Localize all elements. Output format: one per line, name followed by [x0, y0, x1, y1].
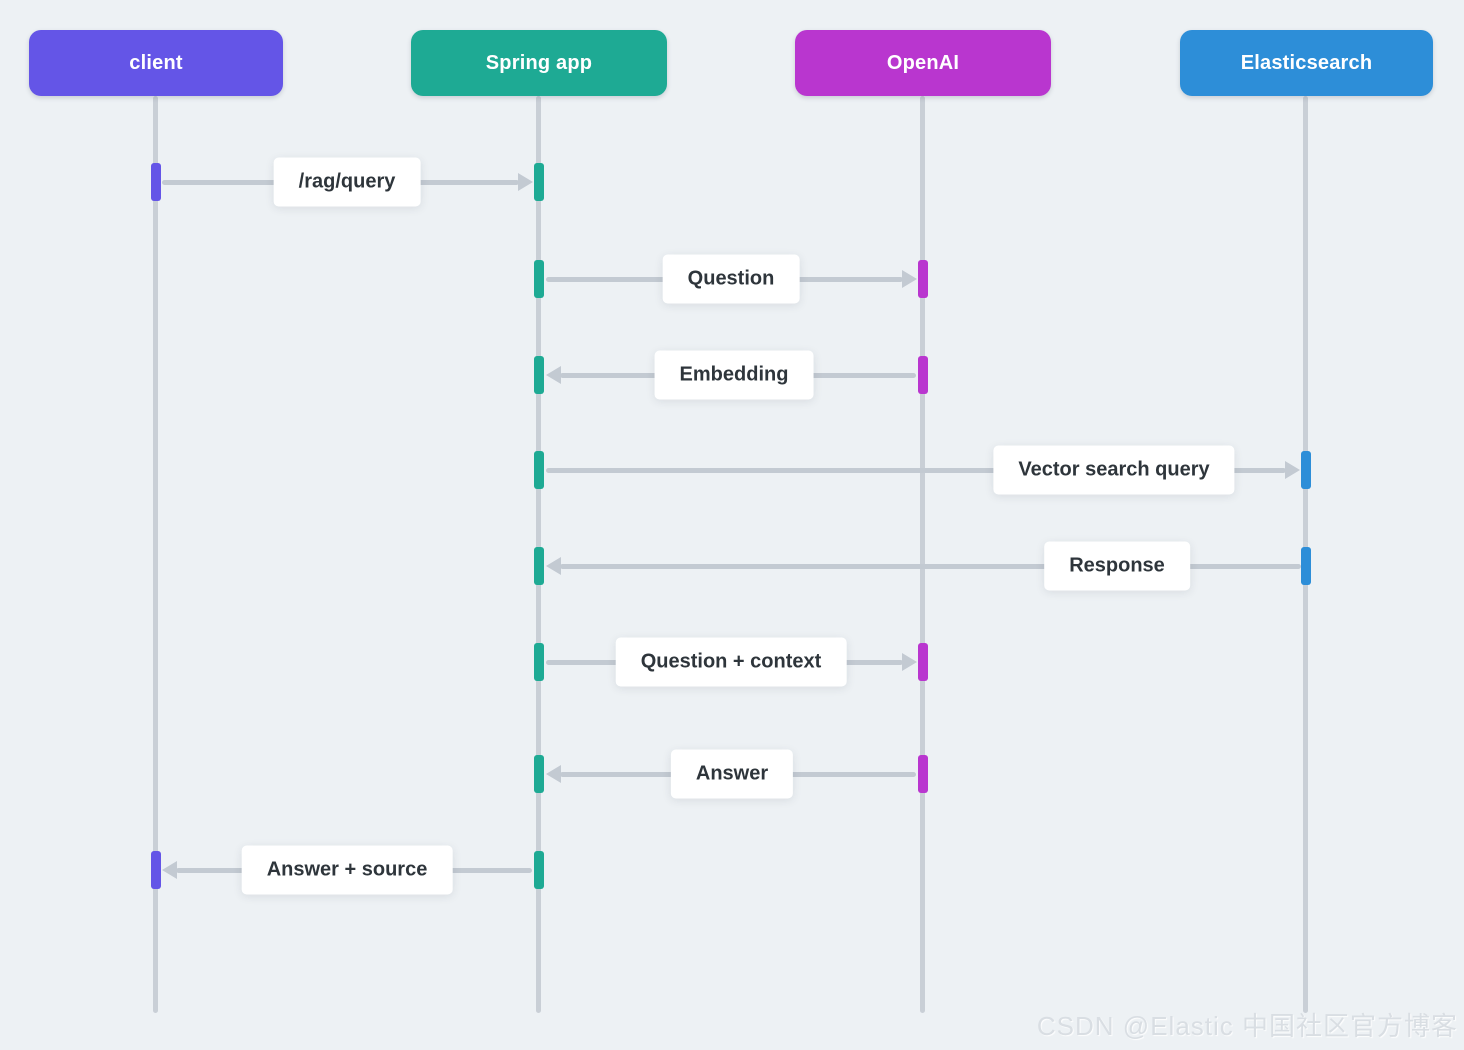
message-label: Question + context	[615, 637, 847, 687]
message-label: Embedding	[654, 350, 814, 400]
activation-spring-app	[534, 851, 544, 889]
message-label: Question	[662, 254, 800, 304]
activation-openai	[918, 643, 928, 681]
arrowhead-right-icon	[902, 653, 917, 671]
actor-openai: OpenAI	[795, 30, 1051, 96]
actor-spring-app-label: Spring app	[485, 51, 593, 74]
message-label: Answer + source	[241, 845, 453, 895]
activation-openai	[918, 356, 928, 394]
arrowhead-right-icon	[518, 173, 533, 191]
activation-spring-app	[534, 356, 544, 394]
activation-openai	[918, 755, 928, 793]
activation-openai	[918, 260, 928, 298]
activation-spring-app	[534, 547, 544, 585]
activation-elasticsearch	[1301, 547, 1311, 585]
message-line	[546, 467, 1286, 473]
watermark: CSDN @Elastic 中国社区官方博客	[1036, 1011, 1458, 1041]
activation-spring-app	[534, 163, 544, 201]
message-label: Vector search query	[993, 445, 1235, 495]
lifeline-openai	[920, 96, 925, 1013]
arrowhead-right-icon	[902, 270, 917, 288]
arrowhead-left-icon	[162, 861, 177, 879]
arrowhead-left-icon	[546, 366, 561, 384]
arrowhead-left-icon	[546, 557, 561, 575]
message-label: Response	[1044, 541, 1190, 591]
lifeline-client	[153, 96, 158, 1013]
arrowhead-right-icon	[1285, 461, 1300, 479]
arrowhead-left-icon	[546, 765, 561, 783]
activation-spring-app	[534, 260, 544, 298]
actor-spring-app: Spring app	[411, 30, 667, 96]
activation-client	[151, 851, 161, 889]
activation-spring-app	[534, 755, 544, 793]
actor-elasticsearch: Elasticsearch	[1180, 30, 1433, 96]
activation-spring-app	[534, 643, 544, 681]
actor-openai-label: OpenAI	[886, 51, 960, 74]
activation-spring-app	[534, 451, 544, 489]
message-line	[560, 563, 1301, 569]
activation-elasticsearch	[1301, 451, 1311, 489]
activation-client	[151, 163, 161, 201]
message-label: Answer	[670, 749, 794, 799]
message-label: /rag/query	[273, 157, 421, 207]
actor-client-label: client	[129, 51, 183, 74]
actor-elasticsearch-label: Elasticsearch	[1240, 51, 1373, 74]
actor-client: client	[29, 30, 283, 96]
